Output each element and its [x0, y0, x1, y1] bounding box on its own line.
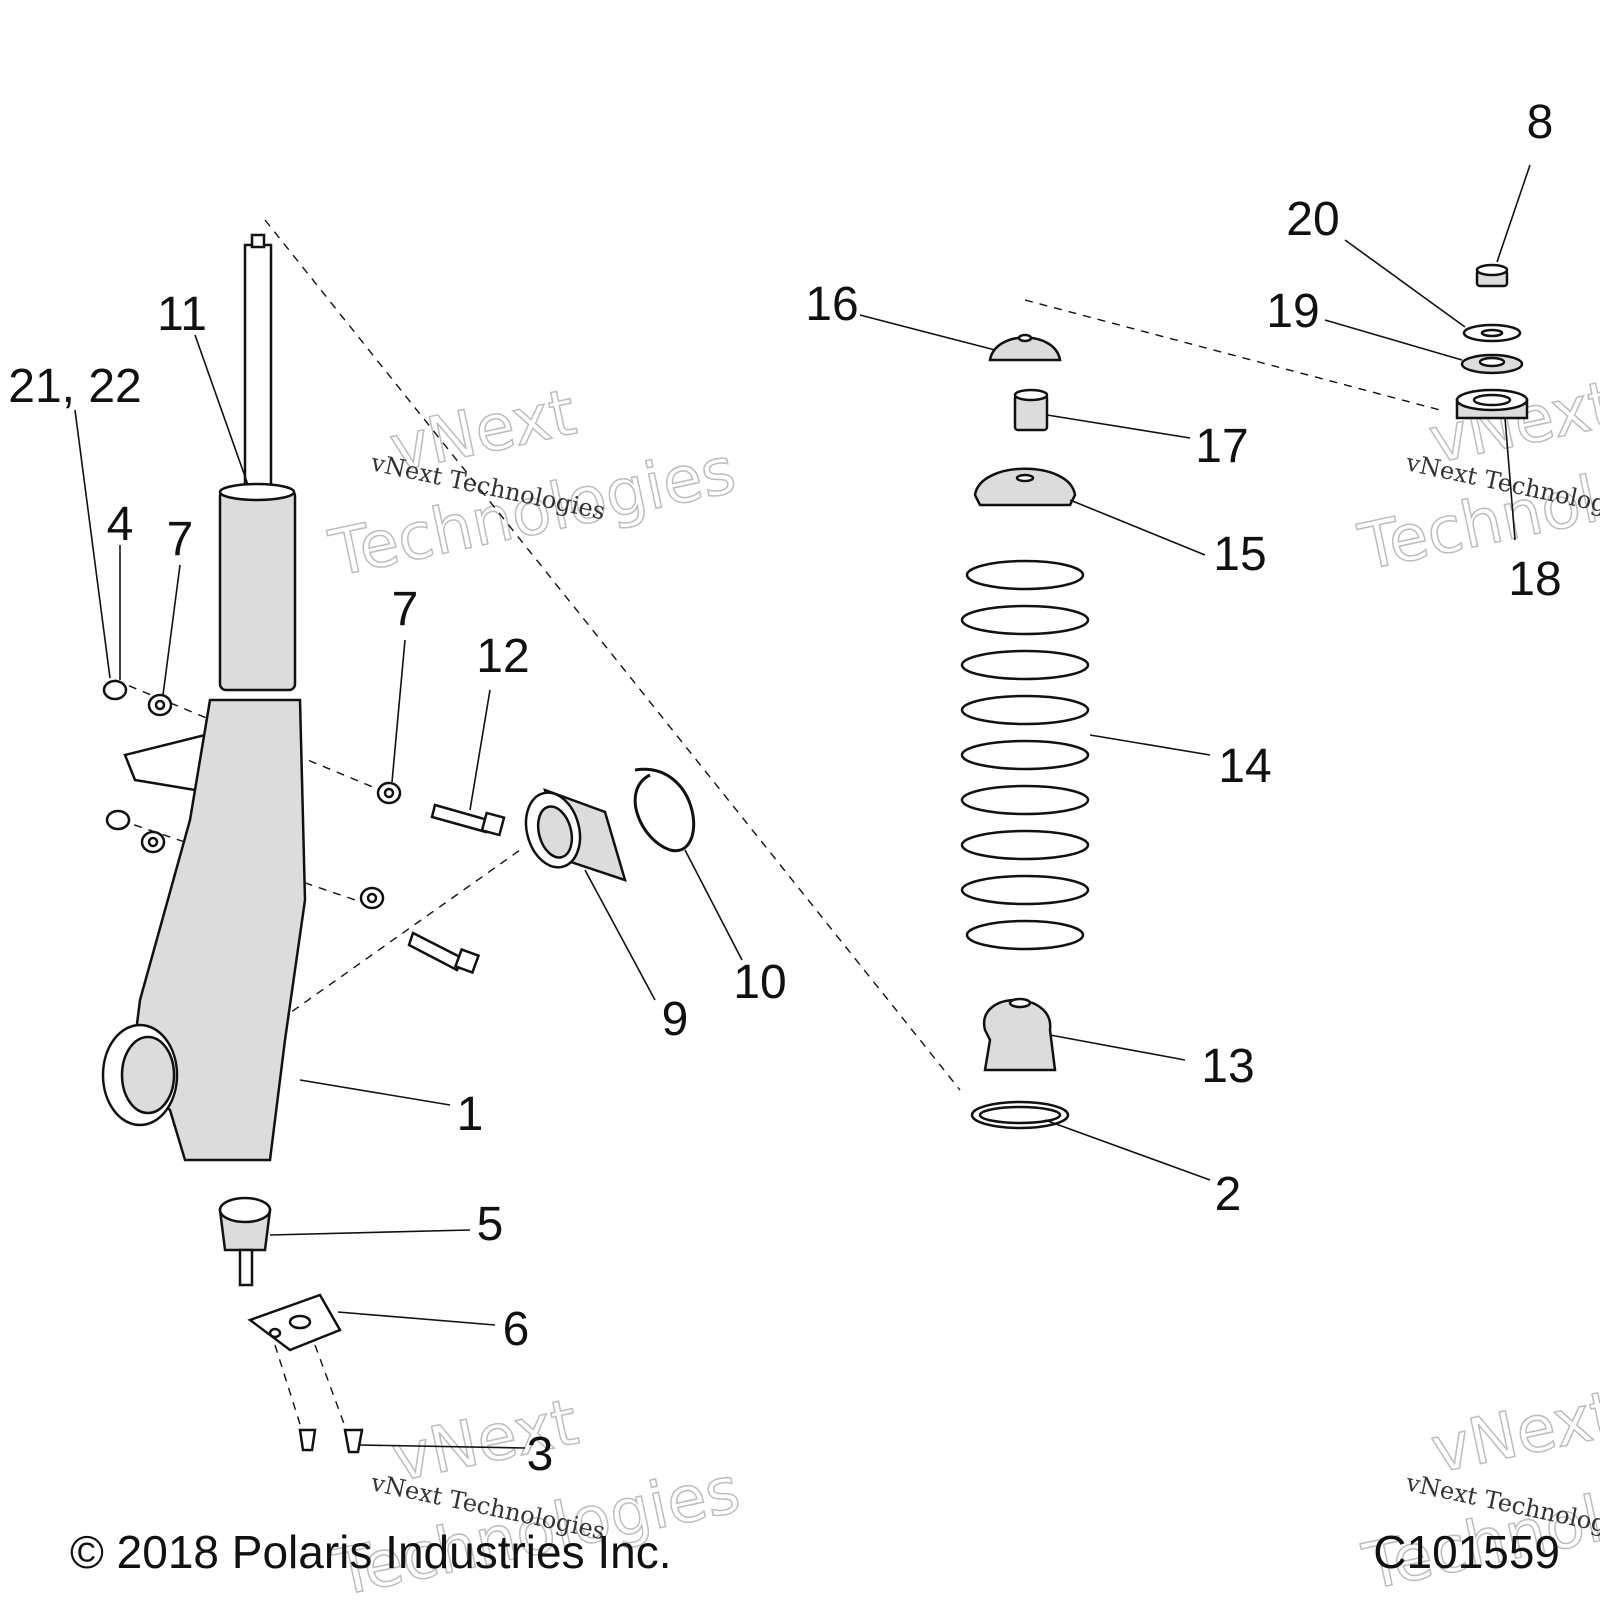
- snap-ring-10: [633, 767, 696, 853]
- callout-1: 1: [457, 1088, 484, 1141]
- callout-4: 4: [107, 498, 134, 551]
- callout-9: 9: [662, 993, 689, 1046]
- figure-id: C101559: [1373, 1526, 1560, 1578]
- callout-17: 17: [1195, 420, 1248, 473]
- assembly-lines: [114, 219, 1441, 1441]
- callout-11: 11: [157, 288, 207, 341]
- callout-5: 5: [477, 1198, 504, 1251]
- callout-15: 15: [1213, 528, 1266, 581]
- mount-plate-6: [247, 1293, 342, 1352]
- callout-3: 3: [527, 1428, 554, 1481]
- callout-6: 6: [503, 1303, 530, 1356]
- bearing-9: [524, 787, 627, 882]
- bolt-12: [407, 803, 506, 975]
- leader-lines: [74, 164, 1531, 1449]
- ball-joint-5: [218, 1196, 272, 1287]
- callout-8: 8: [1527, 96, 1554, 149]
- copyright-text: © 2018 Polaris Industries Inc.: [70, 1526, 672, 1578]
- spring-seat-15: [973, 467, 1077, 507]
- svg-text:vNext: vNext: [1425, 1377, 1600, 1488]
- screw-3: [298, 1428, 364, 1454]
- callout-7-right: 7: [392, 583, 419, 636]
- washer-7-right: [359, 781, 402, 910]
- strut-knuckle-assembly: [101, 233, 307, 1162]
- coil-spring-14: [960, 559, 1090, 951]
- nut-8: [1475, 263, 1509, 288]
- washer-20: [1462, 323, 1522, 343]
- callout-12: 12: [476, 630, 529, 683]
- bump-stop-13: [982, 997, 1057, 1072]
- nut-4: [102, 679, 131, 831]
- callout-10: 10: [733, 956, 786, 1009]
- washer-19: [1460, 353, 1524, 375]
- callout-2: 2: [1215, 1168, 1242, 1221]
- callout-labels: 1 2 3 4 5 6 7 7 8 9 10 11 12 13 14 15 16…: [8, 96, 1561, 1481]
- ring-2: [970, 1100, 1070, 1130]
- callout-20: 20: [1286, 193, 1339, 246]
- callout-16: 16: [805, 278, 858, 331]
- bushing-18: [1455, 388, 1529, 420]
- callout-14: 14: [1218, 740, 1271, 793]
- callout-13: 13: [1201, 1040, 1254, 1093]
- callout-7-left: 7: [167, 513, 194, 566]
- washer-7-left: [140, 693, 173, 854]
- callout-21-22: 21, 22: [8, 360, 141, 413]
- sleeve-17: [1013, 388, 1049, 432]
- callout-18: 18: [1508, 553, 1561, 606]
- callout-19: 19: [1266, 285, 1319, 338]
- cap-16: [988, 333, 1062, 362]
